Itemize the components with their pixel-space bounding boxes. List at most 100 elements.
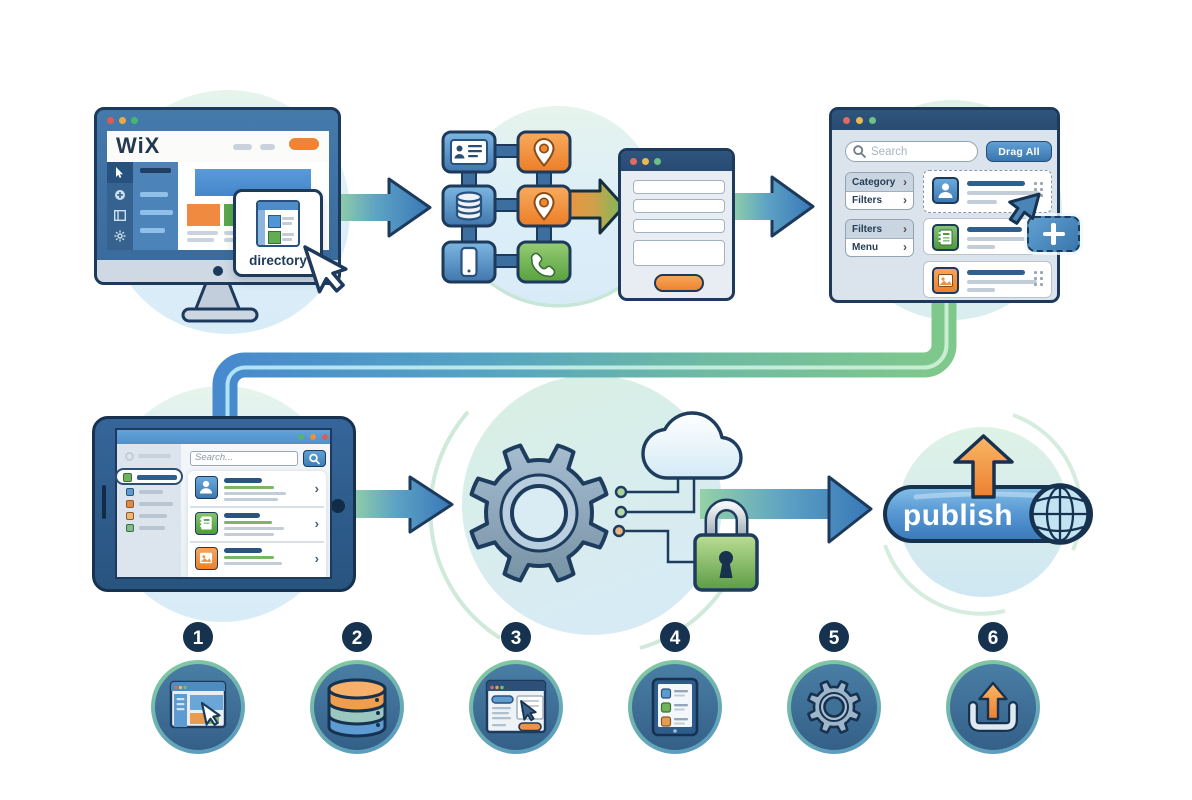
step-circle-6 <box>946 660 1040 754</box>
sidebar-tool-selected[interactable] <box>107 162 133 183</box>
form-submit-button[interactable] <box>654 274 704 292</box>
sidebar-item-selected[interactable] <box>115 468 183 485</box>
row-text-line <box>224 562 282 565</box>
tablet-search-input[interactable]: Search... <box>190 451 298 466</box>
sidebar-faint-avatar <box>125 452 134 461</box>
topbar-cta-button[interactable] <box>289 138 319 150</box>
tablet-search-button[interactable] <box>303 450 326 467</box>
nav-item-4[interactable] <box>140 228 165 233</box>
nav-row-filters[interactable]: Filters › <box>852 193 907 207</box>
nav-row-label: Menu <box>852 241 879 253</box>
mini-line <box>282 233 294 236</box>
sidebar-item-line <box>137 474 177 480</box>
form-input-3[interactable] <box>633 219 725 233</box>
mini-list-blue-square <box>268 215 281 228</box>
pages-tool-icon[interactable] <box>114 210 126 221</box>
publish-group: publish <box>883 434 1093 545</box>
item-title-line <box>967 227 1022 232</box>
nav-row-menu[interactable]: Menu › <box>852 240 907 254</box>
phone-call-icon <box>530 252 556 278</box>
text-line <box>187 231 218 235</box>
form-textarea[interactable] <box>633 240 725 266</box>
connector-pipe <box>212 296 957 424</box>
step-circle-5 <box>787 660 881 754</box>
row-green-line <box>224 485 274 489</box>
connector-dot-2 <box>614 505 628 519</box>
editor-nav-sidebar <box>133 162 178 250</box>
add-item-button[interactable] <box>1027 216 1080 252</box>
nav-item-2[interactable] <box>140 192 168 197</box>
text-line <box>224 238 238 242</box>
window-dot-red <box>630 157 637 165</box>
add-tool-icon[interactable] <box>114 189 126 201</box>
sidebar-swatch-green[interactable] <box>126 524 134 532</box>
settings-tool-icon[interactable] <box>114 230 126 242</box>
person-avatar-icon <box>195 476 218 499</box>
editor-topbar: WiX <box>107 131 329 162</box>
sidebar-line <box>139 526 165 530</box>
row-title-line <box>224 478 262 483</box>
sidebar-swatch-orange[interactable] <box>126 500 134 508</box>
arrow-gear-to-publish <box>700 475 873 544</box>
drag-all-button[interactable]: Drag All <box>986 141 1052 162</box>
result-row-person[interactable]: › <box>188 471 326 506</box>
sidebar-line <box>139 490 163 494</box>
window-dot-yellow <box>119 117 126 124</box>
item-text-line <box>967 245 995 249</box>
nav-item-3[interactable] <box>140 210 173 215</box>
window-dot-green <box>131 117 138 124</box>
cloud-icon <box>641 411 743 480</box>
topbar-menu-pill-1[interactable] <box>233 144 252 150</box>
form-input-1[interactable] <box>633 180 725 194</box>
sidebar-line <box>139 502 173 506</box>
item-text-line <box>967 280 1037 284</box>
directory-popup[interactable]: directory <box>233 189 323 277</box>
step-badges: 1 2 3 4 5 6 <box>183 622 1008 652</box>
builder-search-input[interactable]: Search <box>845 141 978 162</box>
flow-arrows <box>334 175 873 544</box>
step-circle-4 <box>628 660 722 754</box>
result-row-image[interactable]: › <box>188 542 326 576</box>
sidebar-swatch-amber[interactable] <box>126 512 134 520</box>
arrow-form-to-builder <box>730 175 815 238</box>
step-circle-1 <box>151 660 245 754</box>
row-divider <box>190 506 324 508</box>
drag-handle-icon[interactable] <box>1034 271 1043 289</box>
database-icon <box>455 191 483 221</box>
svg-text:5: 5 <box>829 628 840 649</box>
plus-icon <box>1051 223 1056 245</box>
location-pin-icon <box>533 137 555 167</box>
step-badge-1: 1 <box>183 622 213 652</box>
row-green-line <box>224 555 274 559</box>
nav-group-category: Category › Filters › <box>845 172 914 210</box>
row-text-line <box>224 532 274 536</box>
location-node-1 <box>516 130 572 174</box>
step-badge-4: 4 <box>660 622 690 652</box>
item-text-line <box>967 200 997 204</box>
nav-row-filters-2[interactable]: Filters › <box>846 220 913 239</box>
item-title-line <box>967 181 1025 186</box>
step-circle-3 <box>469 660 563 754</box>
list-item-card-image[interactable] <box>923 261 1052 298</box>
drag-cursor-icon <box>1008 192 1041 225</box>
text-line <box>187 238 214 242</box>
step4-tablet-icon <box>651 677 699 737</box>
nav-item-selected[interactable] <box>140 168 171 173</box>
step6-upload-icon <box>968 681 1018 732</box>
topbar-menu-pill-2[interactable] <box>260 144 275 150</box>
orange-block[interactable] <box>187 204 220 226</box>
sidebar-swatch-blue[interactable] <box>126 488 134 496</box>
mini-line <box>282 222 292 225</box>
text-line <box>224 231 241 235</box>
nav-row-category[interactable]: Category › <box>846 173 913 192</box>
window-dot-green <box>654 157 661 165</box>
form-window-titlebar <box>621 151 732 171</box>
result-row-book[interactable]: › <box>188 507 326 541</box>
form-input-2[interactable] <box>633 199 725 213</box>
gear-icon <box>469 443 609 583</box>
contact-card-node <box>441 130 497 174</box>
pipe-band <box>212 296 957 424</box>
nav-row-label: Filters <box>852 223 883 235</box>
row-text-line <box>224 527 284 530</box>
tablet-home-button[interactable] <box>331 499 345 513</box>
